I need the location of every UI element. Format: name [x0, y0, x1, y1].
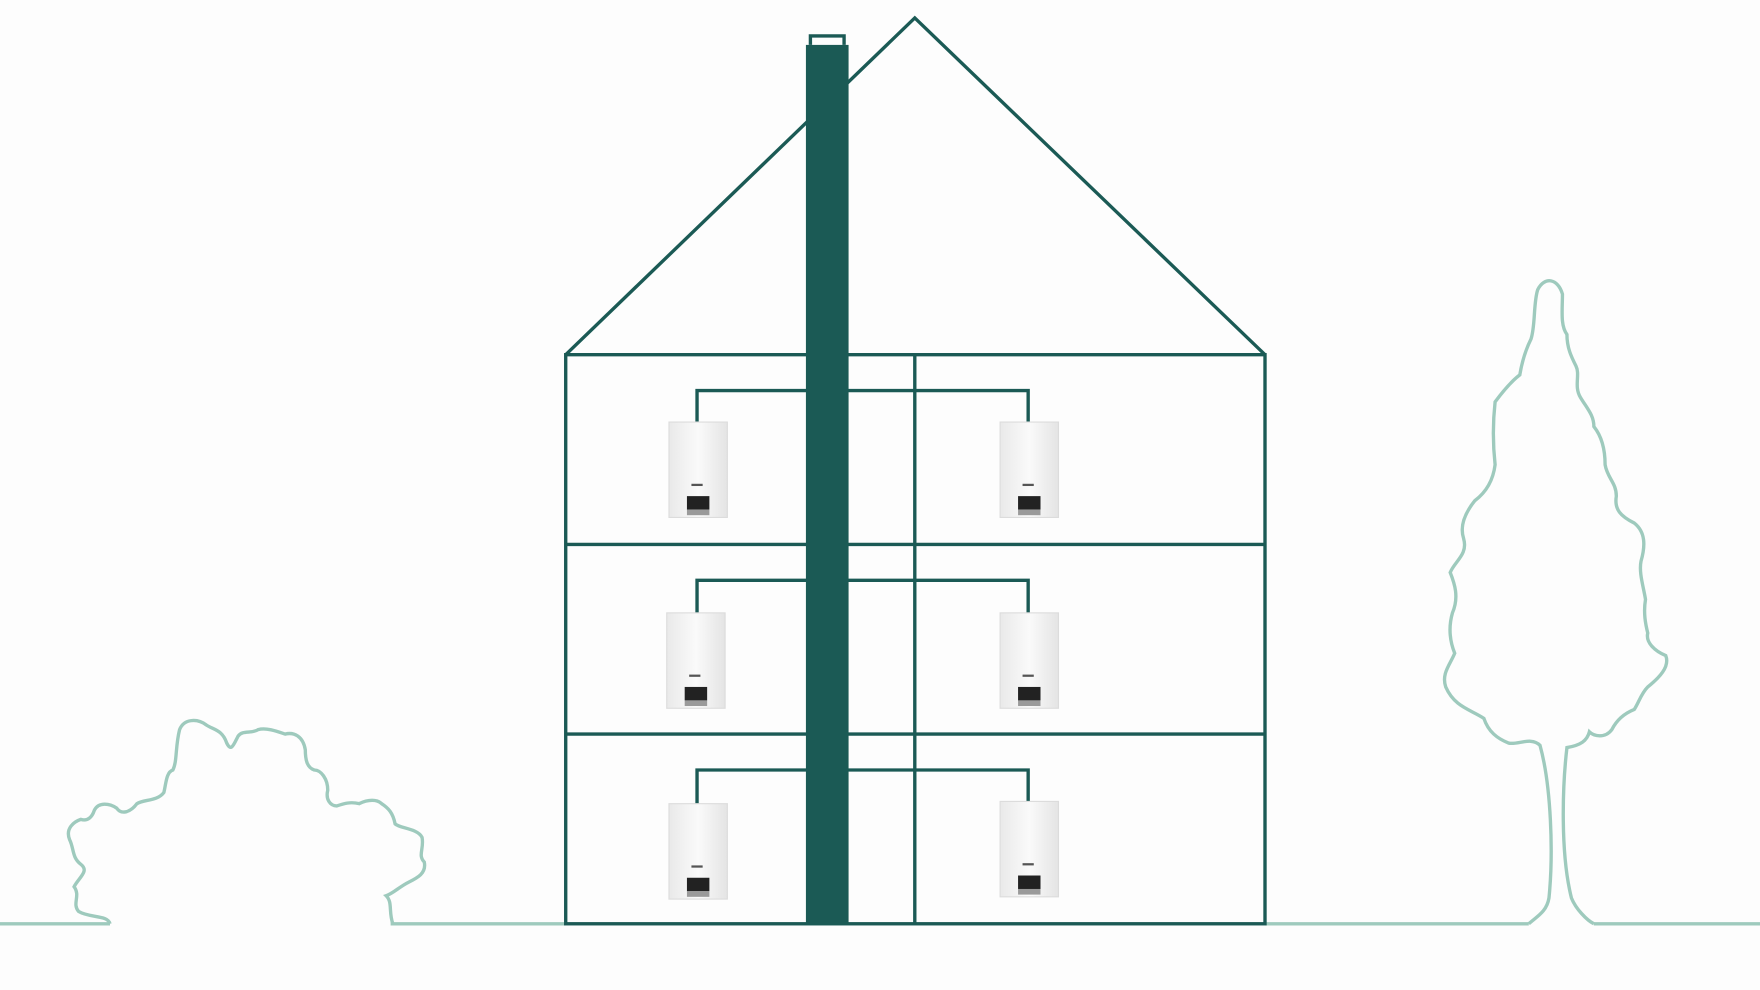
chimney-icon: [805, 44, 849, 925]
boiler-base: [1018, 509, 1041, 516]
boiler-control-panel: [684, 686, 708, 701]
boiler-icon: [999, 800, 1060, 898]
boiler-control-panel: [686, 877, 710, 892]
boiler-logo: [691, 483, 703, 487]
boiler-base: [1018, 888, 1041, 895]
boiler-base: [686, 891, 710, 897]
boiler-base: [684, 700, 708, 707]
boiler-icon: [999, 612, 1060, 709]
boiler-control-panel: [686, 496, 710, 510]
boiler-control-panel: [1018, 875, 1041, 889]
boiler-icon: [999, 421, 1060, 519]
boiler-logo: [689, 674, 701, 677]
chimney-cap: [808, 34, 846, 45]
boiler-base: [686, 509, 710, 516]
boiler-icon: [666, 612, 726, 709]
roof: [564, 15, 1267, 356]
boiler-logo: [1022, 483, 1034, 487]
boiler-control-panel: [1018, 686, 1041, 701]
boiler-control-panel: [1018, 496, 1041, 510]
boiler-logo: [691, 865, 703, 868]
boiler-icon: [668, 803, 728, 900]
boiler-icon: [668, 421, 728, 519]
boiler-base: [1018, 700, 1041, 707]
bush-icon: [66, 718, 427, 925]
boiler-logo: [1022, 863, 1034, 866]
tree-icon: [1442, 279, 1669, 926]
boiler-logo: [1022, 674, 1034, 677]
house-outline: [564, 15, 1267, 926]
flue-pipes: [695, 388, 1030, 804]
